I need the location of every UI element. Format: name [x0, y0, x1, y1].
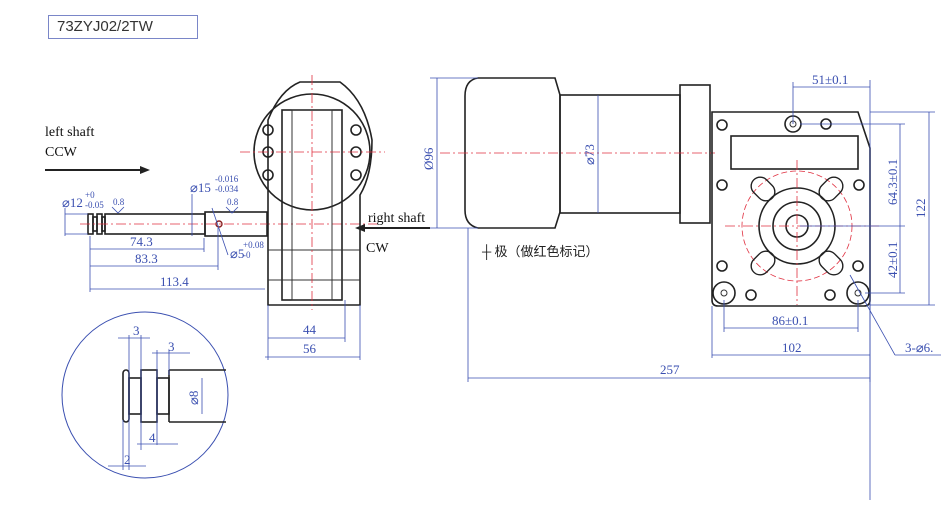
ccw-label: CCW: [45, 145, 78, 160]
dim-dia8: ⌀8: [186, 391, 201, 405]
tol-upper: +0: [85, 190, 95, 200]
dim-2: 2: [124, 452, 131, 467]
cw-arrow-icon: [355, 224, 430, 232]
polarity-note: ┼ 极（做红色标记）: [481, 244, 598, 260]
cw-label: CW: [366, 241, 389, 256]
dim-3b: 3: [168, 339, 175, 354]
tol-lower: -0.05: [85, 200, 104, 210]
motor-dimensions: Ø96 ⌀73 257: [421, 77, 871, 382]
dim-74: 74.3: [130, 234, 153, 249]
gearbox-front-view: [711, 111, 880, 307]
roughness-mark: 0.8: [113, 197, 125, 207]
ccw-arrow-icon: [45, 166, 150, 174]
left-shaft-dimensions: ⌀12 +0 -0.05 0.8 ⌀15 -0.016 -0.034 0.8 ⌀…: [62, 174, 265, 292]
dim-44: 44: [303, 322, 317, 337]
gearbox-front-dimensions: 51±0.1 64.3±0.1 42±0.1 122 86±0.1 102 3-…: [711, 72, 941, 500]
dim-83: 83.3: [135, 251, 158, 266]
left-shaft-label: left shaft: [45, 125, 94, 140]
tol-upper: +0.08: [243, 240, 264, 250]
dim-hole-dia: ⌀5: [230, 246, 244, 261]
dim-122: 122: [913, 199, 928, 219]
dim-86: 86±0.1: [772, 313, 808, 328]
dim-51: 51±0.1: [812, 72, 848, 87]
motor: [440, 77, 715, 229]
dim-3a: 3: [133, 323, 140, 338]
dim-113: 113.4: [160, 274, 189, 289]
dim-holes: 3-⌀6.: [905, 340, 933, 355]
tol-upper: -0.016: [215, 174, 239, 184]
right-shaft-label: right shaft: [368, 211, 425, 226]
gearbox-side-dimensions: 44 56: [265, 300, 361, 360]
dim-102: 102: [782, 340, 802, 355]
shaft-detail-view: 3 3 4 2 ⌀8: [61, 311, 229, 479]
dim-42: 42±0.1: [885, 242, 900, 278]
dim-257: 257: [660, 362, 680, 377]
dim-4: 4: [149, 430, 156, 445]
model-title: 73ZYJ02/2TW: [48, 15, 198, 39]
dim-body-dia: ⌀73: [582, 144, 597, 165]
dim-64: 64.3±0.1: [885, 159, 900, 205]
dim-motor-dia: Ø96: [421, 147, 436, 170]
dim-shaft-dia: ⌀12: [62, 195, 83, 210]
tol-lower: -0.034: [215, 184, 239, 194]
dim-shaft-dia15: ⌀15: [190, 180, 211, 195]
tol-lower: -0: [243, 250, 251, 260]
gearbox-side-view: [240, 75, 385, 310]
roughness-mark: 0.8: [227, 197, 239, 207]
left-shaft: [80, 211, 380, 237]
dim-56: 56: [303, 341, 317, 356]
